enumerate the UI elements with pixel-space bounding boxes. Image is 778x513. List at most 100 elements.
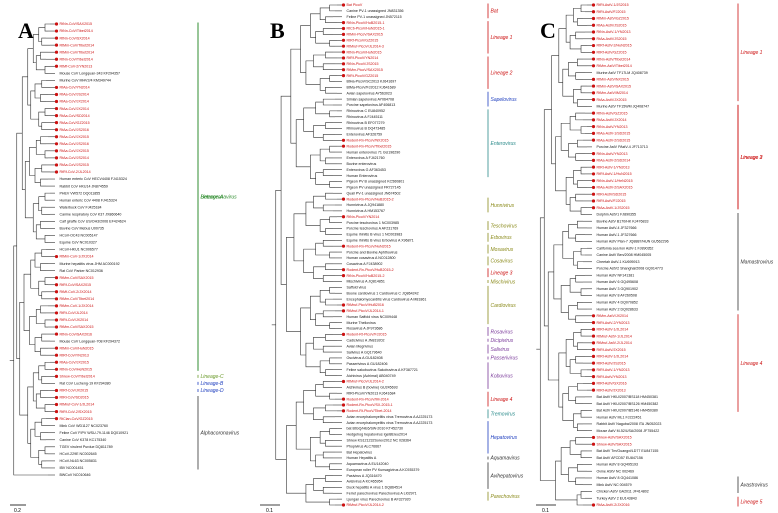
tree-branch	[322, 204, 335, 212]
rodent-sample-marker	[591, 10, 596, 14]
rodent-sample-marker	[54, 43, 59, 47]
tree-branch	[555, 460, 578, 501]
rodent-sample-marker	[54, 99, 59, 104]
tree-branch	[40, 94, 48, 102]
leaf-label: Avian encephalomyelitis virus Tremovirus…	[347, 421, 433, 425]
tree-branch	[577, 180, 587, 188]
leaf-label: RtMruf-CoV-1/JL2014	[60, 403, 95, 407]
tree-branch	[44, 446, 50, 455]
leaf-label: Oscivirus A GU182408	[347, 356, 383, 360]
leaf-label: Rhinovirus B EF077279	[347, 121, 385, 125]
tree-branch	[560, 447, 571, 475]
leaf-label: RtMf-CoV-2/YN2013	[60, 64, 93, 68]
tree-branch	[41, 206, 50, 215]
leaf-label: RtRt-AstV-1/YN2013	[597, 165, 630, 169]
leaf-label: RtMm-AstV/IM2014	[597, 91, 628, 95]
tree-branch	[41, 460, 50, 469]
rodent-sample-marker	[591, 503, 596, 507]
tree-branch	[286, 237, 301, 332]
leaf-label: RtNn-AstV-1/YN2013	[597, 30, 631, 34]
rodent-sample-marker	[54, 318, 59, 322]
leaf-label: Ferret parechovirus Parechovirus A LI029…	[347, 491, 417, 495]
leaf-label: Murine hepatitis virus JHM AC000192	[60, 262, 120, 266]
clade-label-cardiovirus: Cardiovirus	[491, 303, 517, 309]
tree-branch	[568, 62, 578, 77]
leaf-label: RtAa-CoV/JS2014	[60, 93, 89, 97]
leaf-label: RtNn-AstV/GZ2015	[597, 111, 628, 115]
leaf-label: RtAa-CoV/JS2015	[60, 163, 89, 167]
rodent-sample-marker	[54, 297, 59, 301]
leaf-label: RtAa-AstV-2/SD2014	[597, 159, 631, 163]
rodent-sample-marker	[591, 23, 596, 27]
leaf-label: HCoV-229E NC002645	[60, 452, 97, 456]
tree-branch	[322, 416, 335, 423]
tree-branch	[555, 136, 567, 192]
tree-branch	[313, 54, 326, 68]
scale-bar-label: 0.2	[14, 508, 21, 513]
tree-branch	[305, 201, 321, 226]
tree-branch	[303, 107, 316, 132]
leaf-label: Human enteric CoV HECV4408 FJ415324	[60, 177, 127, 181]
rodent-sample-marker	[591, 118, 596, 122]
rodent-sample-marker	[341, 273, 346, 278]
rodent-sample-marker	[341, 26, 346, 31]
tree-branch	[568, 305, 578, 320]
leaf-label: Bat AstV Tm/Guangxi/LD77 EU847155	[597, 449, 659, 453]
leaf-label: Human Enterovirus	[347, 174, 378, 178]
leaf-label: Equine rhinitis B virus 1 NC003983	[347, 233, 403, 237]
tree-branch	[329, 357, 337, 365]
leaf-label: RtRf-AstV-2/HuN2015	[597, 44, 632, 48]
leaf-label: HCoV-HKU1 NC006577	[60, 248, 98, 252]
tree-branch	[560, 122, 571, 151]
tree-branch	[41, 122, 50, 131]
rodent-sample-marker	[341, 38, 346, 42]
tree-branch	[319, 219, 330, 232]
tree-branch	[44, 235, 50, 243]
clade-label-lineage-5: Lineage 5	[741, 499, 763, 505]
leaf-label: California sea lion AstV-1 FJ890352	[597, 246, 654, 250]
rodent-sample-marker	[54, 360, 59, 364]
leaf-label: Feline sakobuvirus Sakobuvirus A KF38772…	[347, 368, 418, 372]
leaf-label: Avian sapelovirus AY563023	[347, 91, 392, 95]
leaf-label: Mouse CoV Longquan-708 KF294372	[60, 339, 121, 343]
leaf-label: RtAa-CoV/SD2014	[60, 114, 90, 118]
leaf-label: RtMm-CoV/SAX2015	[60, 325, 94, 329]
rodent-sample-marker	[591, 30, 596, 34]
clade-label-lineage-a: Lineage-A	[201, 194, 224, 200]
tree-branch	[329, 145, 337, 153]
leaf-label: Avisivirus A KC465954	[347, 480, 383, 484]
leaf-label: PHEV VW572 DQ011855	[60, 191, 101, 195]
tree-branch	[558, 352, 567, 408]
leaf-label: Rosavirus A JF973686	[347, 327, 383, 331]
leaf-label: Porcine and Bovine Aphthovirus	[347, 250, 398, 254]
tree-branch	[41, 37, 50, 46]
leaf-label: RtRf-AstV/JX2013	[597, 388, 626, 392]
tree-branch	[313, 407, 326, 421]
leaf-label: Turkey AstV 2 EU143843	[597, 496, 637, 500]
tree-branch	[41, 376, 50, 384]
tree-branch	[573, 89, 582, 104]
rodent-sample-marker	[341, 62, 346, 66]
rodent-sample-marker	[591, 442, 596, 446]
tree-branch	[325, 334, 337, 341]
leaf-label: Bat Hepatovirus	[347, 450, 373, 454]
rodent-sample-marker	[591, 152, 596, 156]
leaf-label: RtAa-CoV/YN2014	[60, 86, 90, 90]
leaf-label: RtNn-CoV/SX2014	[60, 36, 90, 40]
tree-branch	[543, 109, 552, 327]
rodent-sample-marker	[341, 68, 346, 72]
leaf-label: Canine CoV K378 KC175340	[60, 438, 107, 442]
rodent-sample-marker	[54, 85, 59, 90]
tree-branch	[322, 98, 335, 106]
clade-label-mamastrovirus: Mamastrovirus	[741, 260, 774, 266]
tree-branch	[575, 153, 585, 161]
leaf-label: Rodent-Rt-PicoV/Tibet-2014	[347, 409, 392, 413]
leaf-label: RtRt-CoV/JL2014	[60, 311, 88, 315]
rodent-sample-marker	[54, 290, 59, 294]
tree-branch	[580, 126, 587, 134]
leaf-label: BtMa-PicoV/FJ2012 KJ641689	[347, 86, 396, 90]
rodent-sample-marker	[591, 138, 596, 142]
clade-label-alphacoronavirus: Alphacoronavirus	[200, 431, 240, 437]
leaf-label: BWCoV NC010646	[60, 473, 91, 477]
leaf-label: RtAa-AstV/JS2015	[597, 37, 627, 41]
